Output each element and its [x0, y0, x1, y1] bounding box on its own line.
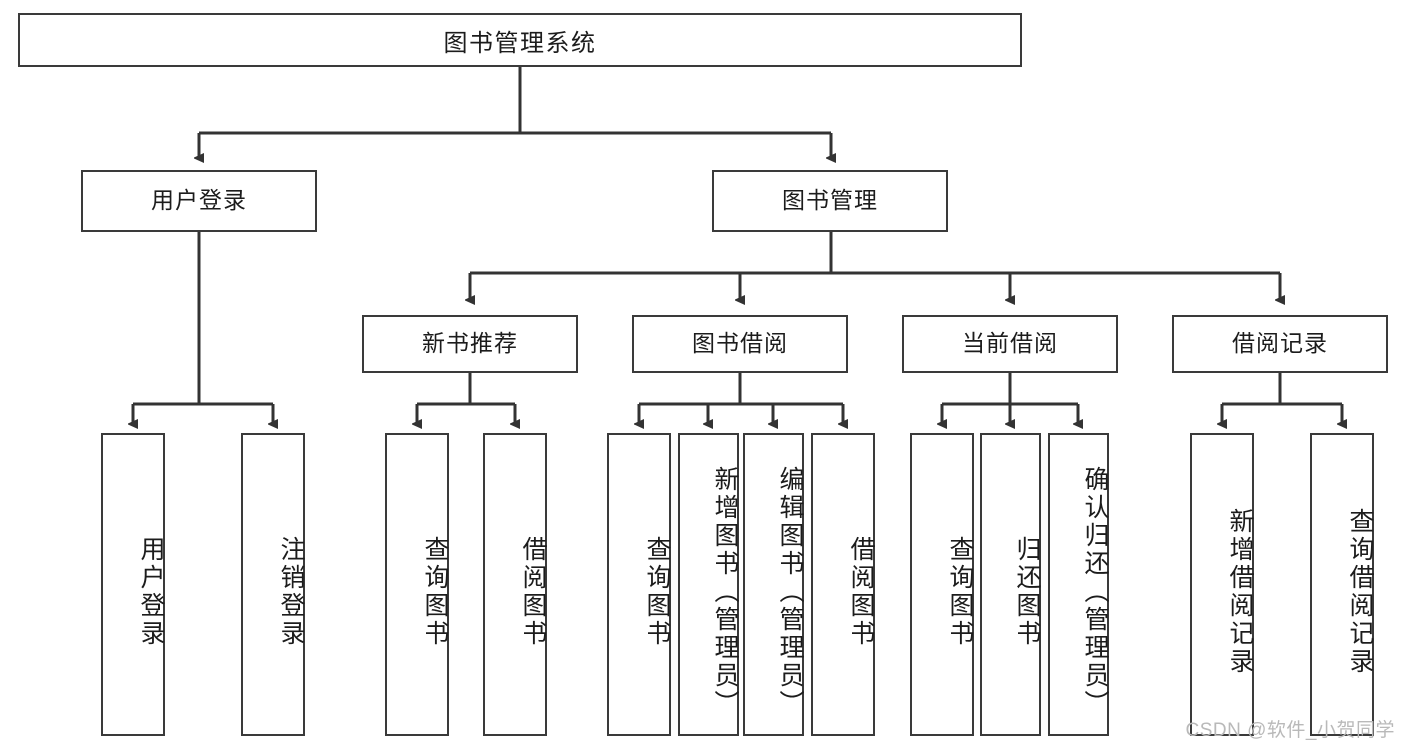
- leaf-book-borrow-borrow-book[interactable]: 借阅图书: [811, 433, 875, 736]
- leaf-book-borrow-add-book-admin[interactable]: 新增图书（管理员）: [678, 433, 739, 736]
- node-label: 查询图书: [643, 535, 671, 648]
- node-borrow-record[interactable]: 借阅记录: [1172, 315, 1388, 373]
- leaf-current-borrow-confirm-return-admin[interactable]: 确认归还（管理员）: [1048, 433, 1109, 736]
- leaf-new-book-query-book[interactable]: 查询图书: [385, 433, 449, 736]
- leaf-current-borrow-return-book[interactable]: 归还图书: [980, 433, 1041, 736]
- leaf-current-borrow-query-book[interactable]: 查询图书: [910, 433, 974, 736]
- node-label: 新增图书（管理员）: [711, 465, 739, 718]
- node-label: 确认归还（管理员）: [1081, 465, 1109, 718]
- node-new-book-recommend[interactable]: 新书推荐: [362, 315, 578, 373]
- csdn-watermark: CSDN @软件_小贺同学: [1185, 720, 1395, 741]
- node-book-management[interactable]: 图书管理: [712, 170, 948, 232]
- node-label: 借阅图书: [847, 535, 875, 648]
- node-label: 图书管理系统: [443, 29, 597, 57]
- node-label: 用户登录: [151, 187, 247, 214]
- node-label: 当前借阅: [962, 330, 1058, 357]
- node-label: 图书管理: [782, 187, 878, 214]
- node-label: 查询图书: [946, 535, 974, 648]
- node-label: 新书推荐: [422, 330, 518, 357]
- leaf-user-login-signin[interactable]: 用户登录: [101, 433, 165, 736]
- node-label: 借阅记录: [1232, 330, 1328, 357]
- leaf-new-book-borrow-book[interactable]: 借阅图书: [483, 433, 547, 736]
- node-label: 查询借阅记录: [1346, 507, 1374, 676]
- leaf-user-login-signout[interactable]: 注销登录: [241, 433, 305, 736]
- node-label: 新增借阅记录: [1226, 507, 1254, 676]
- leaf-book-borrow-query-book[interactable]: 查询图书: [607, 433, 671, 736]
- node-user-login[interactable]: 用户登录: [81, 170, 317, 232]
- node-label: 归还图书: [1013, 535, 1041, 648]
- node-label: 注销登录: [277, 535, 305, 648]
- node-label: 用户登录: [137, 535, 165, 648]
- node-label: 编辑图书（管理员）: [776, 465, 804, 718]
- node-current-borrow[interactable]: 当前借阅: [902, 315, 1118, 373]
- node-label: 借阅图书: [519, 535, 547, 648]
- node-root-book-management-system[interactable]: 图书管理系统: [18, 13, 1022, 67]
- node-label: 图书借阅: [692, 330, 788, 357]
- node-book-borrow[interactable]: 图书借阅: [632, 315, 848, 373]
- leaf-book-borrow-edit-book-admin[interactable]: 编辑图书（管理员）: [743, 433, 804, 736]
- leaf-borrow-record-query-record[interactable]: 查询借阅记录: [1310, 433, 1374, 736]
- leaf-borrow-record-add-record[interactable]: 新增借阅记录: [1190, 433, 1254, 736]
- node-label: 查询图书: [421, 535, 449, 648]
